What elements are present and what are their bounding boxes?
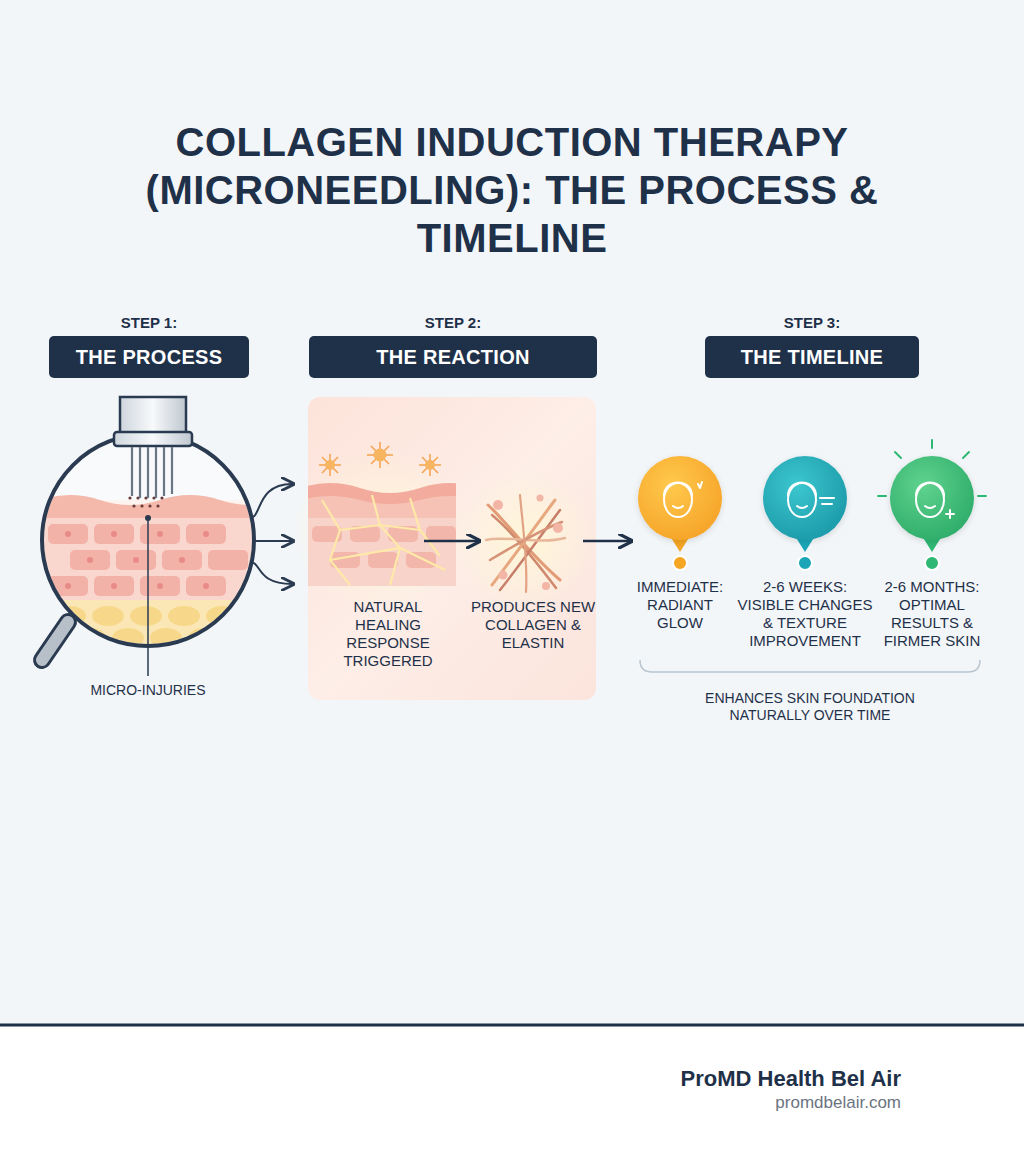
milestone-text: IMMEDIATE: RADIANT GLOW <box>628 578 732 632</box>
device-needles <box>132 447 172 498</box>
step-heading: STEP 3: <box>685 314 939 332</box>
step-label: THE PROCESS <box>76 346 223 369</box>
summary-note: ENHANCES SKIN FOUNDATION NATURALLY OVER … <box>675 690 945 724</box>
spark-icons <box>319 442 441 476</box>
reaction-caption: NATURAL HEALING RESPONSE TRIGGERED <box>326 598 450 670</box>
step-label: THE TIMELINE <box>741 346 884 369</box>
reaction-arrow <box>424 540 478 543</box>
timeline-dot <box>798 556 812 570</box>
reaction-panel <box>290 397 596 700</box>
step-box: THE PROCESS <box>49 336 249 378</box>
timeline-dot <box>925 556 939 570</box>
flow-arrows <box>250 484 292 584</box>
footer-rule <box>0 1024 1024 1027</box>
timeline-bracket <box>640 660 980 672</box>
timeline-milestone: 2-6 MONTHS: OPTIMAL RESULTS & FIRMER SKI… <box>890 456 974 540</box>
skin-cross-section <box>40 430 280 660</box>
step-label: THE REACTION <box>376 346 530 369</box>
timeline-dot <box>673 556 687 570</box>
flow-arrow <box>254 540 292 542</box>
step-box: THE REACTION <box>309 336 597 378</box>
step-node: STEP 2:THE REACTION <box>309 310 597 378</box>
flow-arrow <box>250 484 292 518</box>
step-heading: STEP 1: <box>29 314 269 332</box>
brand-url: promdbelair.com <box>500 1092 901 1113</box>
milestone-text: 2-6 WEEKS: VISIBLE CHANGES & TEXTURE IMP… <box>735 578 875 650</box>
milestone-text: 2-6 MONTHS: OPTIMAL RESULTS & FIRMER SKI… <box>875 578 989 650</box>
leader-line <box>147 518 149 676</box>
step-node: STEP 1:THE PROCESS <box>49 310 249 378</box>
device-body <box>120 397 186 433</box>
timeline-arrow <box>583 540 630 543</box>
step-box: THE TIMELINE <box>705 336 919 378</box>
step-node: STEP 3:THE TIMELINE <box>705 310 919 378</box>
magnifier-handle <box>42 622 68 660</box>
timeline-milestone: IMMEDIATE: RADIANT GLOW <box>638 456 722 540</box>
collagen-beads <box>493 495 563 591</box>
callout-label: MICRO-INJURIES <box>73 682 223 699</box>
flow-arrow <box>250 562 292 584</box>
leader-dot <box>145 515 151 521</box>
dermis-layer <box>40 518 260 600</box>
device-tip <box>114 432 192 446</box>
reaction-caption: PRODUCES NEW COLLAGEN & ELASTIN <box>460 598 606 652</box>
magnifier-handle-fill <box>42 622 68 660</box>
footer-band <box>0 1026 1024 1154</box>
healing-skin-illustration <box>308 483 456 586</box>
cell-nuclei <box>65 531 209 589</box>
magnifier-illustration <box>40 397 280 676</box>
brand-name: ProMD Health Bel Air <box>500 1065 901 1092</box>
micro-injury-dots <box>128 496 163 507</box>
diagram-title: COLLAGEN INDUCTION THERAPY (MICRONEEDLIN… <box>117 118 907 262</box>
timeline-milestone: 2-6 WEEKS: VISIBLE CHANGES & TEXTURE IMP… <box>763 456 847 540</box>
collagen-fibers <box>486 495 565 592</box>
step-heading: STEP 2: <box>289 314 617 332</box>
microneedle-device <box>114 397 192 498</box>
